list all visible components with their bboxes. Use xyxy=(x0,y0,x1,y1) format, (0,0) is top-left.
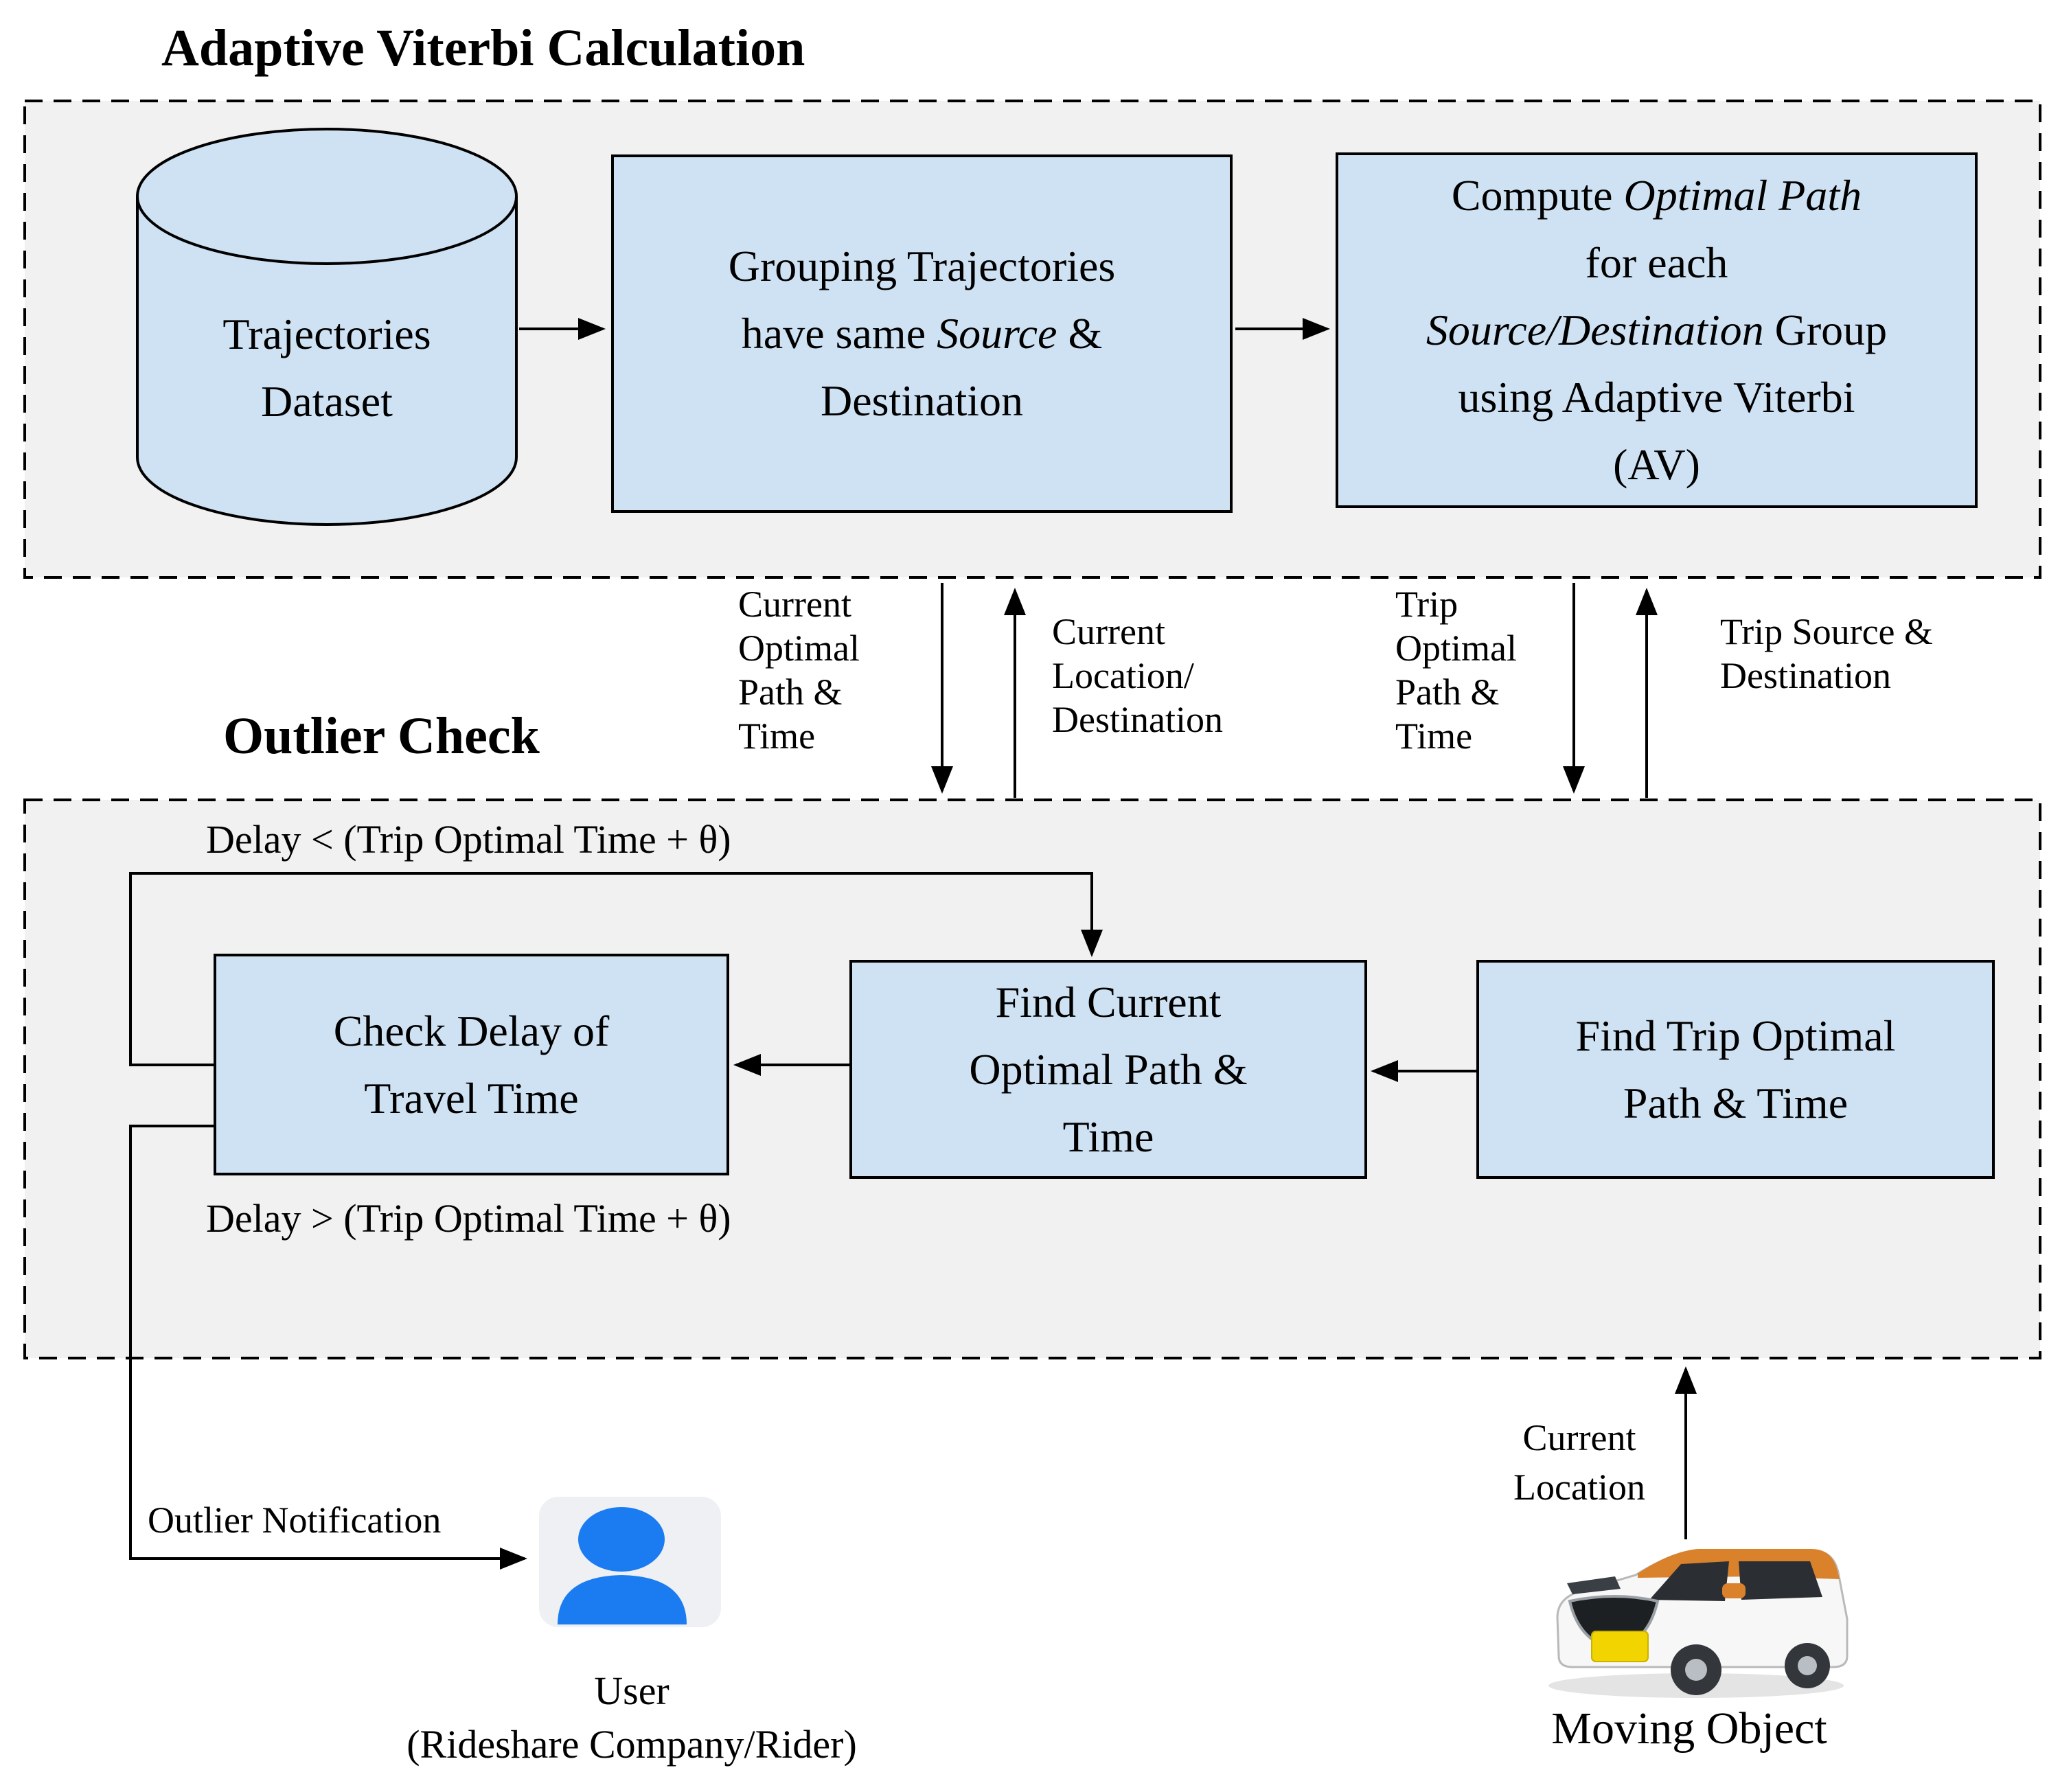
database-icon xyxy=(136,128,518,526)
label-line: (AV) xyxy=(1613,440,1700,489)
condition-delay-less: Delay < (Trip Optimal Time + θ) xyxy=(206,817,731,862)
flow-label-trip-optimal: Trip Optimal Path & Time xyxy=(1395,584,1517,757)
node-find-trip-optimal: Find Trip Optimal Path & Time xyxy=(1476,960,1995,1179)
node-grouping-trajectories: Grouping Trajectories have same Source &… xyxy=(611,154,1233,513)
node-find-current-optimal: Find Current Optimal Path & Time xyxy=(849,960,1367,1179)
label-line: Compute Optimal Path xyxy=(1451,171,1862,220)
node-trajectories-dataset-label: Trajectories Dataset xyxy=(135,301,519,435)
section-title-adaptive-viterbi: Adaptive Viterbi Calculation xyxy=(161,19,805,77)
car-icon xyxy=(1548,1549,1849,1698)
label-line: Time xyxy=(1062,1112,1154,1161)
label-line: for each xyxy=(1585,238,1728,287)
flow-label-current-location: Current Location/ Destination xyxy=(1052,611,1223,740)
user-icon xyxy=(539,1497,721,1627)
label-line: Check Delay of xyxy=(333,1006,610,1055)
node-check-delay: Check Delay of Travel Time xyxy=(214,954,729,1175)
label-line: Dataset xyxy=(261,377,393,426)
label-line: Find Trip Optimal xyxy=(1575,1011,1896,1060)
node-compute-optimal-path: Compute Optimal Path for each Source/Des… xyxy=(1336,152,1978,508)
flow-label-trip-source: Trip Source & Destination xyxy=(1720,611,1934,696)
condition-delay-greater: Delay > (Trip Optimal Time + θ) xyxy=(206,1196,731,1241)
label-outlier-notification: Outlier Notification xyxy=(148,1500,442,1541)
label-line: Grouping Trajectories xyxy=(728,242,1116,290)
label-line: Path & Time xyxy=(1623,1078,1849,1127)
label-line: Trajectories xyxy=(222,310,431,358)
section-title-outlier-check: Outlier Check xyxy=(223,707,540,765)
label-line: using Adaptive Viterbi xyxy=(1458,373,1855,422)
arrow-outlier-notification xyxy=(129,1125,527,1570)
label-moving-object: Moving Object xyxy=(1551,1703,1827,1754)
label-line: Travel Time xyxy=(364,1073,579,1123)
label-line: have same Source & xyxy=(741,309,1103,358)
flow-label-current-optimal: Current Optimal Path & Time xyxy=(738,584,860,757)
arrow-delay-less-loop xyxy=(129,872,1103,1066)
label-user: User (Rideshare Company/Rider) xyxy=(407,1668,857,1767)
label-line: Find Current xyxy=(995,977,1222,1026)
label-line: Destination xyxy=(820,376,1024,425)
label-current-location-bottom: Current Location xyxy=(1513,1417,1645,1508)
label-line: Source/Destination Group xyxy=(1426,306,1888,354)
label-line: Optimal Path & xyxy=(969,1044,1248,1094)
